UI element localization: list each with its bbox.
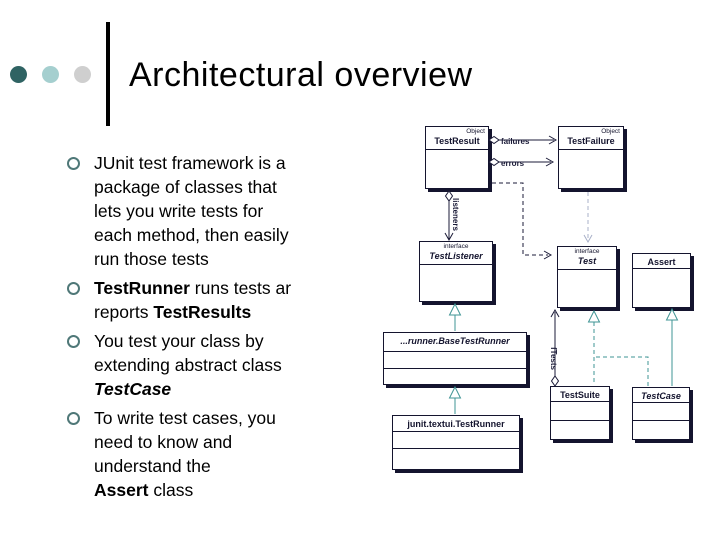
bullet-marker-icon — [67, 282, 80, 295]
compartment-divider — [420, 264, 492, 265]
class-name: TestListener — [429, 251, 483, 261]
compartment-divider — [384, 368, 526, 369]
compartment-divider — [633, 268, 690, 269]
bullet-marker-icon — [67, 157, 80, 170]
class-box-assert: Assert — [632, 253, 691, 308]
class-name: TestFailure — [567, 136, 615, 146]
class-box-testcase: TestCase — [632, 387, 690, 440]
class-stereotype: interface — [574, 248, 600, 255]
class-box-basetestrunner: ...runner.BaseTestRunner — [383, 332, 527, 385]
class-name: ...runner.BaseTestRunner — [400, 336, 510, 346]
compartment-divider — [393, 448, 519, 449]
class-name: junit.textui.TestRunner — [407, 419, 505, 429]
class-stereotype: Object — [601, 128, 620, 135]
class-stereotype: Object — [466, 128, 485, 135]
compartment-divider — [559, 149, 623, 150]
decoration-dot — [10, 66, 27, 83]
compartment-divider — [551, 401, 609, 402]
bullet-marker-icon — [67, 412, 80, 425]
decoration-dots — [10, 66, 91, 83]
class-stereotype: interface — [443, 243, 469, 250]
class-box-textui-testrunner: junit.textui.TestRunner — [392, 415, 520, 470]
class-name: Assert — [647, 257, 676, 267]
class-name: Test — [577, 256, 597, 266]
compartment-divider — [633, 402, 689, 403]
compartment-divider — [393, 431, 519, 432]
bullet-marker-icon — [67, 335, 80, 348]
class-name: TestCase — [641, 391, 681, 401]
compartment-divider — [558, 269, 616, 270]
class-name: TestResult — [434, 136, 480, 146]
decoration-dot — [74, 66, 91, 83]
decoration-bar — [106, 22, 110, 126]
compartment-divider — [633, 420, 689, 421]
compartment-divider — [384, 351, 526, 352]
slide-title: Architectural overview — [129, 56, 473, 94]
compartment-divider — [551, 420, 609, 421]
class-name: TestSuite — [560, 390, 600, 400]
decoration-dot — [42, 66, 59, 83]
compartment-divider — [426, 149, 488, 150]
class-box-testsuite: TestSuite — [550, 386, 610, 440]
